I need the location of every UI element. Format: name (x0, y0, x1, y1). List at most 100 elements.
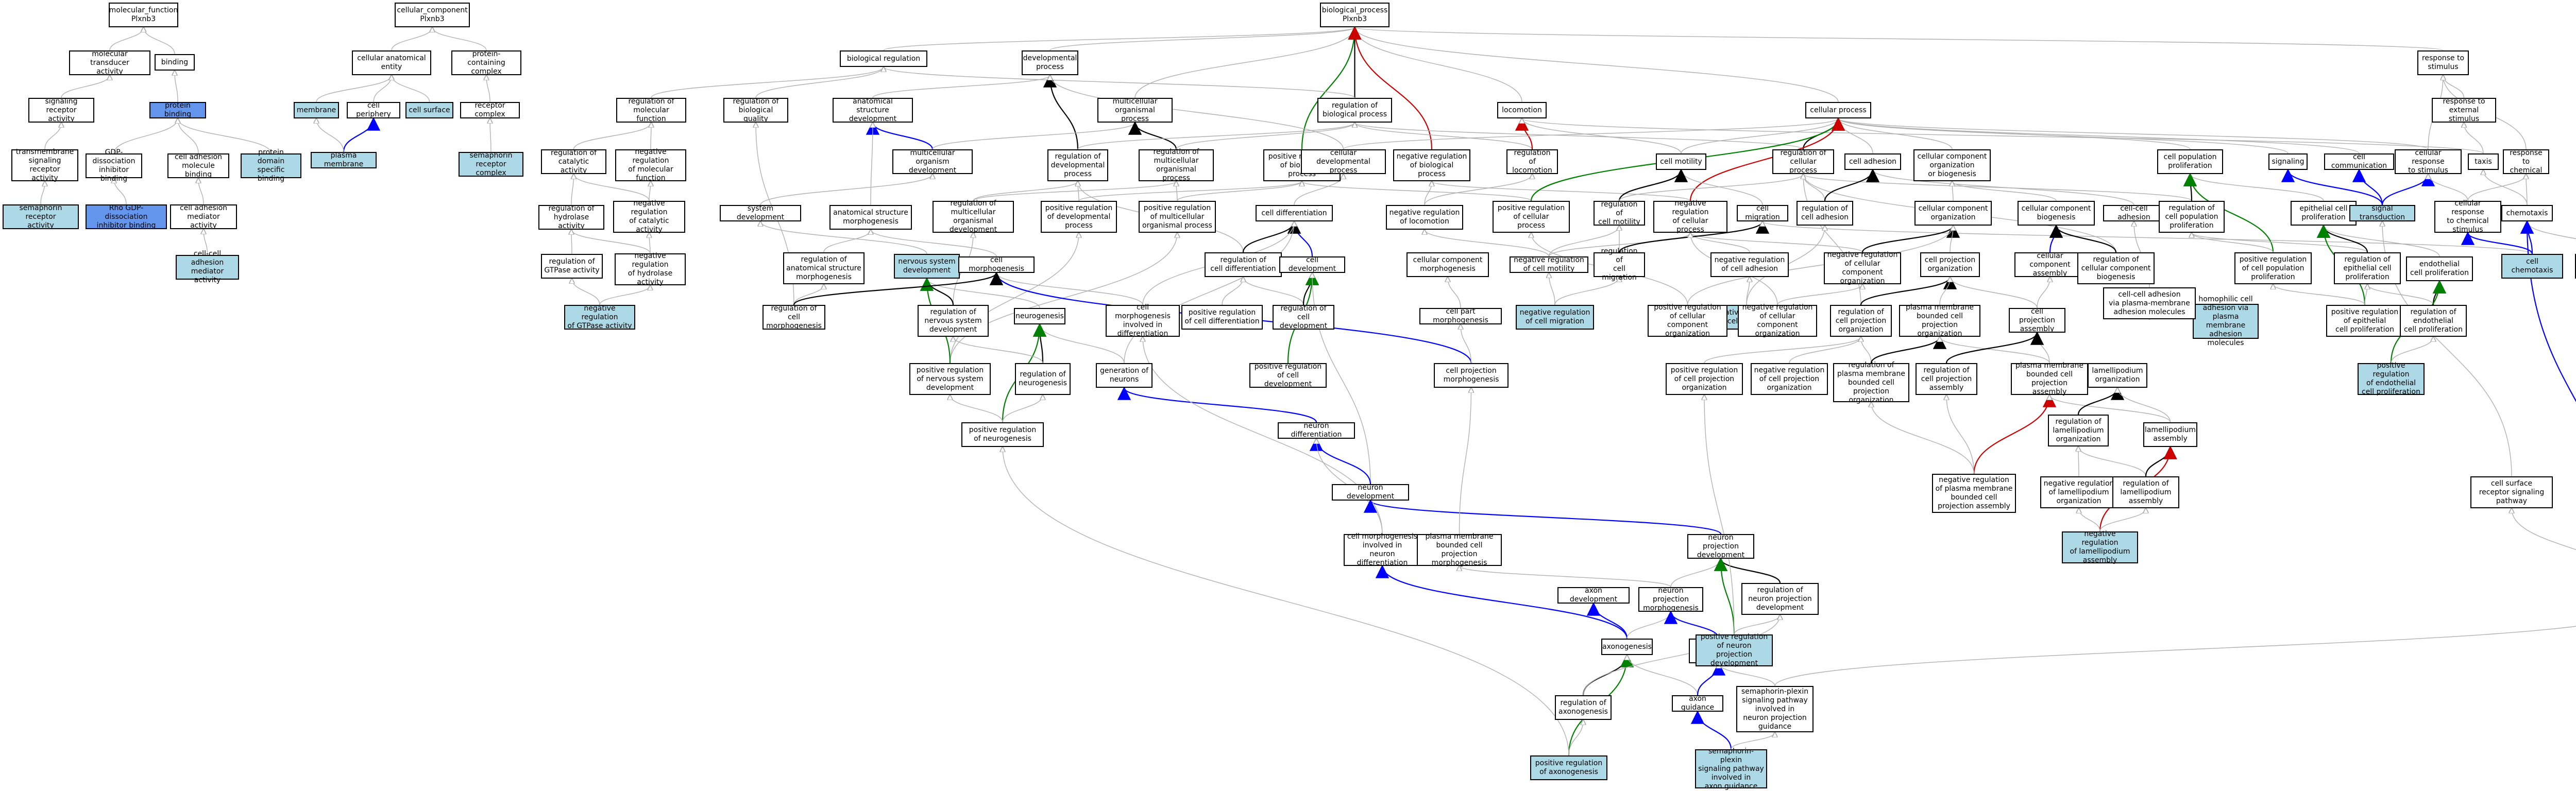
go-term-node-rmop[interactable]: regulation of multicellular organismal p… (1139, 148, 1214, 182)
go-term-node-rext[interactable]: response to external stimulus (2432, 97, 2496, 123)
go-term-node-rcpo[interactable]: regulation of cell projection organizati… (1830, 305, 1892, 337)
go-term-node-nrca[interactable]: negative regulation of catalytic activit… (613, 199, 685, 234)
go-term-node-rcpop[interactable]: regulation of cell population proliferat… (2159, 201, 2225, 233)
go-term-node-prcpp[interactable]: positive regulation of cell population p… (2234, 252, 2312, 284)
go-term-node-asm[interactable]: anatomical structure morphogenesis (829, 205, 912, 230)
go-term-node-sigtr[interactable]: signal transduction (2349, 204, 2415, 221)
go-term-node-asd[interactable]: anatomical structure development (833, 97, 913, 123)
go-term-node-axguid[interactable]: axon guidance (1672, 695, 1723, 712)
go-term-node-cc[interactable]: cellular_component Plxnb3 (395, 3, 470, 27)
go-term-node-rdp[interactable]: regulation of developmental process (1047, 149, 1108, 181)
go-term-node-prcdiff[interactable]: positive regulation of cell differentiat… (1181, 305, 1263, 330)
go-term-node-nrbp[interactable]: negative regulation of biological proces… (1393, 149, 1470, 181)
go-term-node-semacx[interactable]: semaphorin receptor complex (459, 151, 523, 177)
go-term-node-spnpg[interactable]: semaphorin-plexin signaling pathway invo… (1736, 686, 1814, 732)
go-term-node-ccama[interactable]: cell-cell adhesion mediator activity (176, 250, 239, 284)
go-term-node-prcp[interactable]: positive regulation of cellular process (1493, 201, 1570, 233)
go-term-node-ccapm[interactable]: cell-cell adhesion via plasma-membrane a… (2103, 287, 2196, 319)
go-term-node-axgen[interactable]: axonogenesis (1601, 639, 1653, 655)
go-term-node-spag[interactable]: semaphorin-plexin signaling pathway invo… (1695, 747, 1767, 790)
go-term-node-rnpd[interactable]: regulation of neuron projection developm… (1741, 583, 1819, 615)
go-term-node-rbp[interactable]: regulation of biological process (1317, 98, 1392, 123)
go-term-node-rhogdi[interactable]: Rho GDP-dissociation inhibitor binding (86, 204, 167, 230)
go-term-node-chemo[interactable]: chemotaxis (2501, 205, 2553, 221)
go-term-node-prcpo[interactable]: positive regulation of cell projection o… (1666, 363, 1743, 395)
go-term-node-hcca[interactable]: homophilic cell adhesion via plasma memb… (2193, 295, 2259, 347)
go-term-node-rcx[interactable]: receptor complex (460, 101, 520, 118)
go-term-node-praxgen[interactable]: positive regulation of axonogenesis (1530, 755, 1607, 780)
go-term-node-repp[interactable]: regulation of epithelial cell proliferat… (2334, 252, 2401, 284)
go-term-node-cpm[interactable]: cell part morphogenesis (1419, 307, 1502, 324)
go-term-node-nrlamass[interactable]: negative regulation of lamellipodium ass… (2062, 530, 2138, 564)
go-term-node-nrcp[interactable]: negative regulation of cellular process (1653, 199, 1727, 234)
go-term-node-cdev[interactable]: cell development (1279, 256, 1345, 273)
go-term-node-cellp[interactable]: cellular process (1805, 102, 1871, 118)
go-term-node-cpa[interactable]: cell projection assembly (2009, 307, 2065, 333)
go-term-node-cmind[interactable]: cell morphogenesis involved in neuron di… (1344, 532, 1421, 567)
go-term-node-csrsp[interactable]: cell surface receptor signaling pathway (2470, 476, 2553, 508)
go-term-node-rloc[interactable]: regulation of locomotion (1506, 149, 1558, 175)
go-term-node-prendp[interactable]: positive regulation of endothelial cell … (2358, 362, 2425, 396)
go-term-node-multi[interactable]: multicellular organismal process (1097, 97, 1173, 123)
go-term-node-resp[interactable]: response to stimulus (2417, 50, 2469, 75)
go-term-node-gdi[interactable]: GDP-dissociation inhibitor binding (86, 148, 142, 183)
go-term-node-cae[interactable]: cellular anatomical entity (352, 50, 431, 75)
go-term-node-devp[interactable]: developmental process (1022, 50, 1078, 75)
go-term-node-ccob[interactable]: cellular component organization or bioge… (1913, 149, 1991, 181)
go-term-node-nrcmot[interactable]: negative regulation of cell motility (1510, 256, 1588, 273)
go-term-node-memb[interactable]: membrane (294, 102, 339, 118)
go-term-node-cmorph[interactable]: cell morphogenesis (958, 256, 1035, 273)
go-term-node-rgtp[interactable]: regulation of GTPase activity (541, 254, 603, 279)
go-term-node-cama[interactable]: cell adhesion mediator activity (170, 204, 237, 230)
go-term-node-rca[interactable]: regulation of catalytic activity (541, 149, 606, 175)
go-term-node-nrpmbcpa[interactable]: negative regulation of plasma membrane b… (1932, 474, 2016, 513)
go-term-node-lamass[interactable]: lamellipodium assembly (2143, 422, 2197, 447)
go-term-node-pmbcpo[interactable]: plasma membrane bounded cell projection … (1899, 303, 1980, 338)
go-term-node-breg[interactable]: biological regulation (840, 50, 927, 67)
go-term-node-rcp[interactable]: regulation of cellular process (1772, 149, 1834, 175)
go-term-node-bp[interactable]: biological_process Plxnb3 (1320, 3, 1389, 27)
go-term-node-cmot[interactable]: cell motility (1656, 153, 1706, 170)
go-term-node-prmop[interactable]: positive regulation of multicellular org… (1139, 201, 1216, 233)
go-term-node-rasm[interactable]: regulation of anatomical structure morph… (783, 252, 865, 284)
go-term-node-neudiff[interactable]: neuron differentiation (1278, 422, 1355, 439)
go-term-node-epp[interactable]: epithelial cell proliferation (2291, 201, 2357, 226)
go-term-node-rendp[interactable]: regulation of endothelial cell prolifera… (2400, 305, 2467, 337)
go-term-node-neudev[interactable]: neuron development (1332, 484, 1409, 501)
go-term-node-tmsr[interactable]: transmembrane signaling receptor activit… (11, 148, 78, 182)
go-term-node-raxgen[interactable]: regulation of axonogenesis (1555, 695, 1612, 720)
go-term-node-rchem[interactable]: response to chemical (2503, 149, 2549, 175)
go-term-node-axdev[interactable]: axon development (1557, 587, 1630, 604)
go-term-node-rccb[interactable]: regulation of cellular component biogene… (2077, 252, 2155, 284)
go-term-node-rcmot[interactable]: regulation of cell motility (1594, 200, 1645, 226)
go-term-node-endp[interactable]: endothelial cell proliferation (2406, 256, 2473, 281)
go-term-node-nrcco2[interactable]: negative regulation of cellular componen… (1738, 303, 1817, 338)
go-term-node-ccorg[interactable]: cellular component organization (1914, 201, 1992, 226)
go-term-node-cperi[interactable]: cell periphery (347, 101, 400, 118)
go-term-node-rcmig[interactable]: regulation of cell migration (1594, 247, 1645, 282)
go-term-node-mod[interactable]: multicellular organism development (892, 149, 973, 175)
go-term-node-rcm[interactable]: regulation of cell morphogenesis (762, 304, 825, 330)
go-term-node-bind[interactable]: binding (155, 54, 195, 71)
go-term-node-prcco[interactable]: positive regulation of cellular componen… (1648, 303, 1727, 338)
go-term-node-preppr[interactable]: positive regulation of epithelial cell p… (2326, 305, 2403, 337)
go-term-node-crs[interactable]: cellular response to stimulus (2395, 149, 2462, 175)
go-term-node-cpmorph[interactable]: cell projection morphogenesis (1434, 363, 1509, 388)
go-term-node-pchemo[interactable]: positive chemotaxis (2575, 254, 2576, 279)
go-term-node-camb[interactable]: cell adhesion molecule binding (167, 153, 229, 179)
go-term-node-rlamass[interactable]: regulation of lamellipodium assembly (2112, 476, 2179, 508)
go-term-node-nrlamorg[interactable]: negative regulation of lamellipodium org… (2040, 476, 2117, 508)
go-term-node-npm[interactable]: neuron projection morphogenesis (1638, 587, 1703, 612)
go-term-node-semarec[interactable]: semaphorin receptor activity (3, 204, 79, 230)
go-term-node-crcs[interactable]: cellular response to chemical stimulus (2434, 199, 2501, 234)
go-term-node-taxis[interactable]: taxis (2468, 153, 2499, 170)
go-term-node-mf[interactable]: molecular_function Plxnb3 (109, 3, 178, 27)
go-term-node-cdp[interactable]: cellular developmental process (1301, 149, 1386, 175)
go-term-node-prdp[interactable]: positive regulation of developmental pro… (1041, 201, 1117, 233)
go-term-node-nrcadh[interactable]: negative regulation of cell adhesion (1710, 252, 1789, 277)
go-term-node-pdsb[interactable]: protein domain specific binding (241, 148, 301, 183)
go-term-node-prneurog[interactable]: positive regulation of neurogenesis (961, 422, 1044, 447)
go-term-node-cmig[interactable]: cell migration (1737, 204, 1788, 221)
go-term-node-neurog[interactable]: neurogenesis (1014, 308, 1065, 324)
go-term-node-nrmf[interactable]: negative regulation of molecular functio… (615, 148, 686, 182)
